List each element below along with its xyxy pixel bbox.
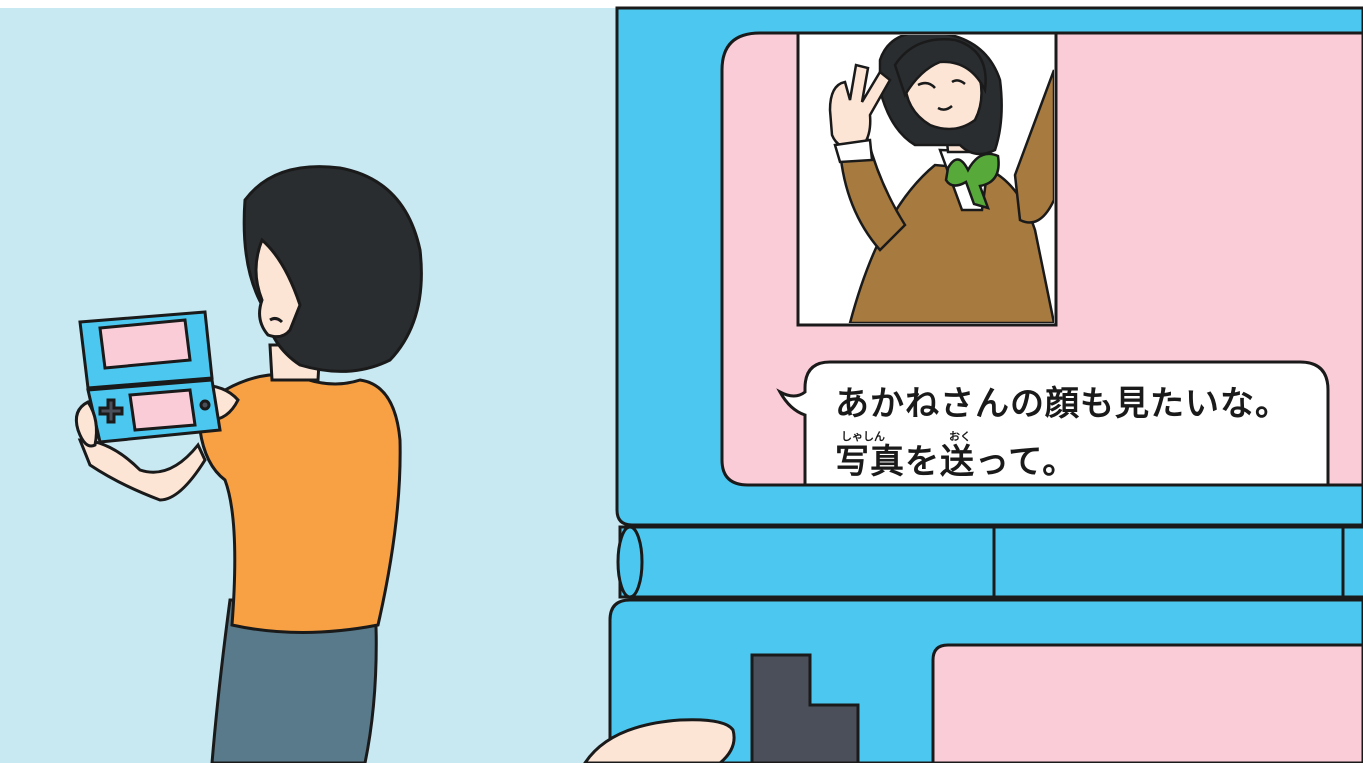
message-line-1: あかねさんの顔も見たいな。 bbox=[835, 384, 1290, 424]
furigana-oku: おく bbox=[949, 430, 971, 443]
small-dpad-icon bbox=[98, 398, 124, 424]
dpad-icon bbox=[750, 653, 860, 763]
speech-text: あかねさんの顔も見たいな。 しゃしん おく 写真を送って。 bbox=[835, 382, 1315, 482]
person-holding-console bbox=[77, 165, 423, 763]
shared-photo bbox=[796, 31, 1058, 327]
furigana-row: しゃしん おく bbox=[835, 426, 1315, 443]
lower-screen bbox=[931, 643, 1363, 763]
furigana-shashin: しゃしん bbox=[841, 430, 885, 443]
handheld-console bbox=[78, 310, 222, 444]
message-line-2: 写真を送って。 bbox=[835, 442, 1078, 482]
speech-bubble bbox=[776, 360, 1330, 487]
